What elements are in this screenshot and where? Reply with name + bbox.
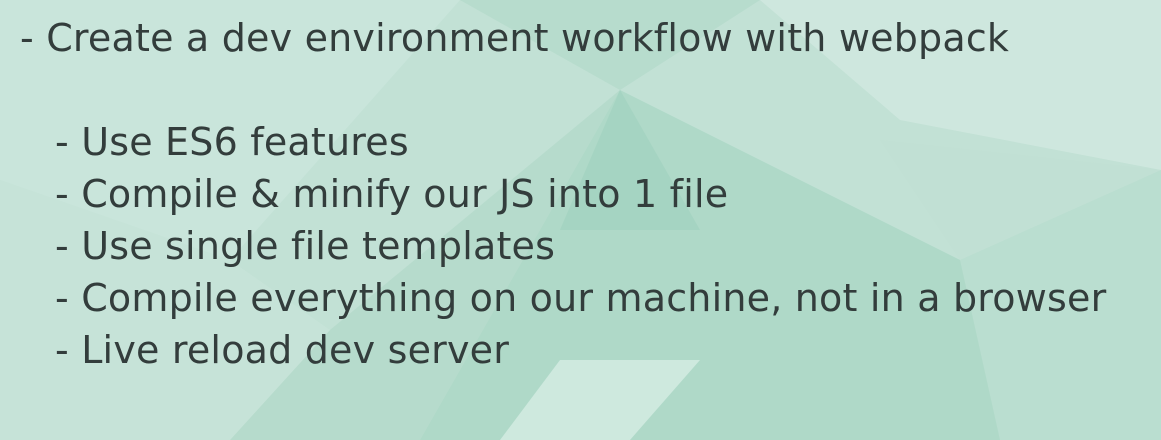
bullet-item: - Compile & minify our JS into 1 file bbox=[55, 172, 729, 216]
bullet-item: - Compile everything on our machine, not… bbox=[55, 276, 1107, 320]
slide-heading: - Create a dev environment workflow with… bbox=[20, 16, 1010, 60]
bullet-item: - Use ES6 features bbox=[55, 120, 409, 164]
bullet-item: - Live reload dev server bbox=[55, 328, 510, 372]
bullet-list: - Use ES6 features - Compile & minify ou… bbox=[55, 116, 1106, 376]
bullet-item: - Use single file templates bbox=[55, 224, 556, 268]
